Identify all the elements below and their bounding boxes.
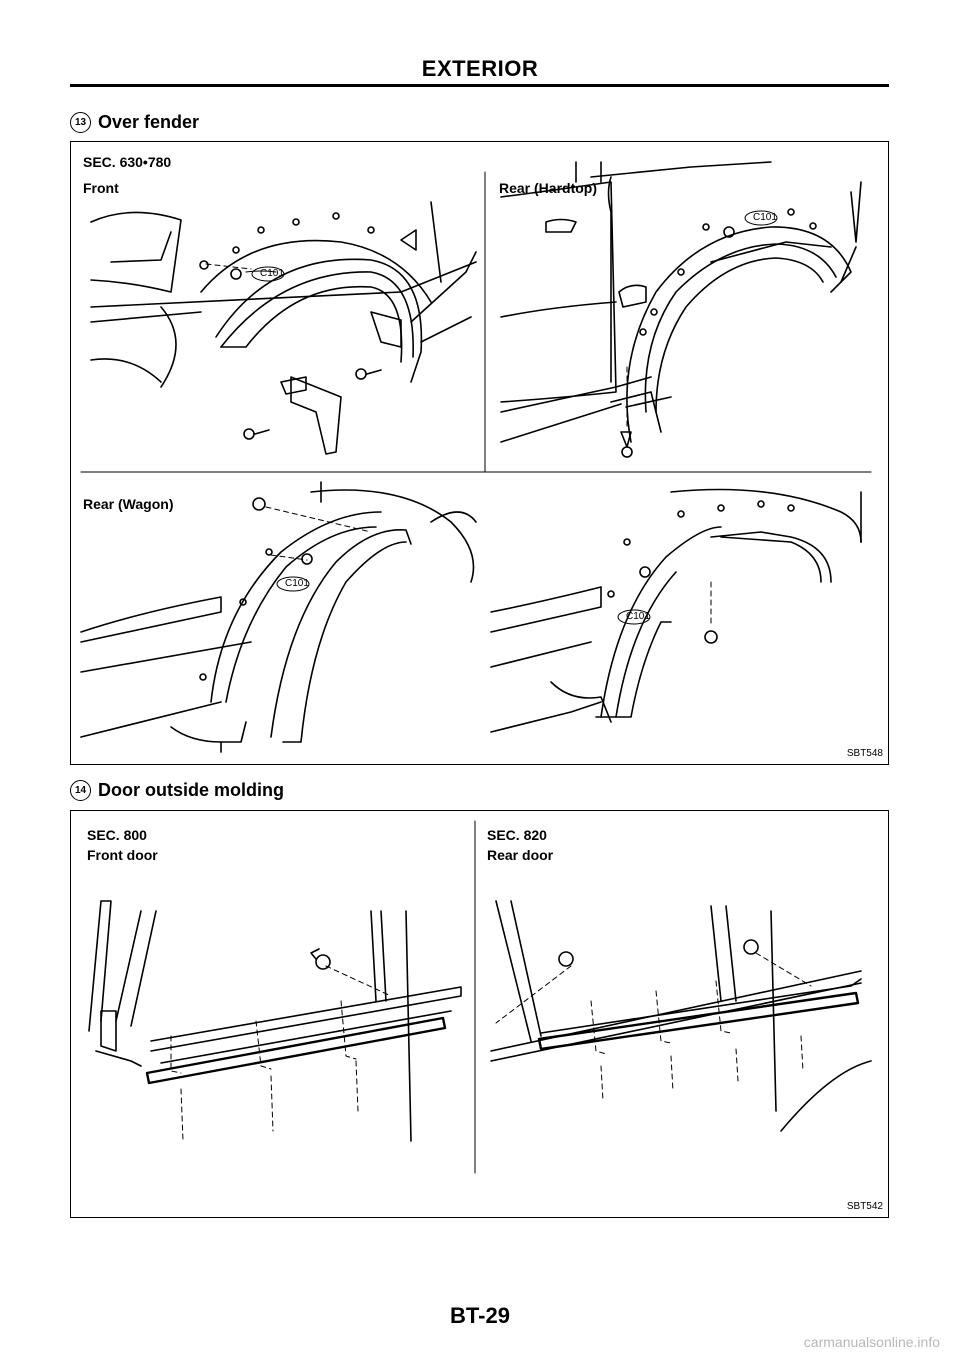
rear-hardtop-view-label: Rear (Hardtop) — [499, 180, 598, 196]
figure-sec-label: SEC. 630•780 — [83, 154, 172, 170]
figure-code: SBT548 — [846, 748, 883, 759]
front-view-label: Front — [83, 180, 119, 196]
clip-label: C101 — [285, 578, 309, 589]
figure-code: SBT542 — [846, 1201, 883, 1212]
section-heading-door-outside-molding: 14 Door outside molding — [70, 780, 284, 801]
rear-hardtop-fender-illustration — [500, 161, 862, 458]
rear-wagon-view-label: Rear (Wagon) — [83, 496, 174, 512]
page-header-title: EXTERIOR — [421, 56, 539, 81]
figure-over-fender: SEC. 630•780 Front Rear (Hardtop) Rear (… — [70, 141, 889, 765]
page-code: BT-29 — [450, 1303, 510, 1328]
header-rule — [70, 84, 889, 87]
section-title: Over fender — [98, 112, 200, 132]
front-fender-illustration — [90, 201, 477, 455]
section-number-badge: 14 — [70, 780, 91, 801]
front-door-illustration — [88, 900, 462, 1142]
rear-wagon-fender-illustration-2 — [490, 488, 862, 733]
section-heading-over-fender: 13 Over fender — [70, 112, 199, 133]
watermark: carmanualsonline.info — [803, 1334, 940, 1350]
front-door-sec-label: SEC. 800 — [87, 827, 147, 843]
rear-door-sec-label: SEC. 820 — [487, 827, 547, 843]
clip-label: C101 — [753, 212, 777, 223]
section-title: Door outside molding — [98, 780, 284, 800]
front-door-label: Front door — [87, 847, 158, 863]
clip-label: C101 — [626, 611, 650, 622]
door-molding-drawing — [88, 820, 872, 1174]
section-number-badge: 13 — [70, 112, 91, 133]
figure-door-outside-molding: SEC. 800 Front door SEC. 820 Rear door S… — [70, 810, 889, 1218]
clip-label: C101 — [260, 268, 284, 279]
over-fender-drawing — [80, 161, 872, 753]
rear-door-label: Rear door — [487, 847, 554, 863]
rear-door-illustration — [490, 900, 872, 1132]
rear-wagon-fender-illustration — [80, 481, 477, 753]
